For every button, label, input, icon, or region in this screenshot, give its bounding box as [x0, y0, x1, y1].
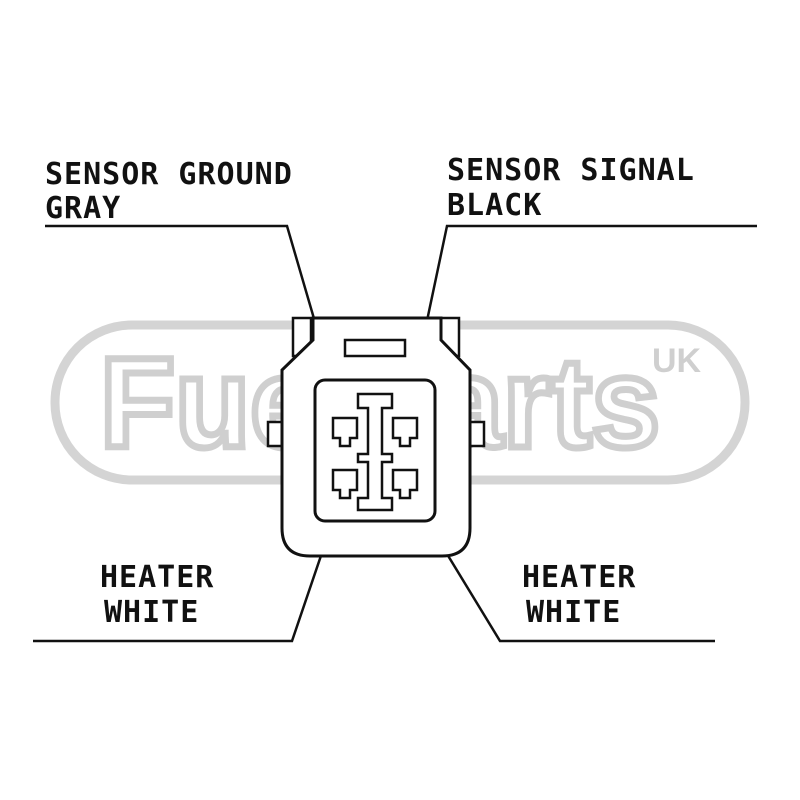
- label-heater-left-name: HEATER: [100, 560, 214, 595]
- housing-latch-slot: [343, 338, 407, 358]
- watermark-region-text: UK: [652, 342, 702, 380]
- pin-sensor-ground: [331, 416, 359, 448]
- label-heater-left: HEATER WHITE: [100, 560, 214, 630]
- pin-divider: [356, 392, 394, 512]
- pin-sensor-signal: [391, 416, 419, 448]
- label-sensor-signal: SENSOR SIGNAL BLACK: [447, 153, 695, 223]
- label-sensor-ground-color: GRAY: [45, 191, 121, 226]
- label-sensor-signal-color: BLACK: [447, 188, 542, 223]
- pin-heater-right: [391, 468, 419, 500]
- label-sensor-signal-name: SENSOR SIGNAL: [447, 153, 695, 188]
- label-heater-right-name: HEATER: [522, 560, 636, 595]
- pin-heater-left: [331, 468, 359, 500]
- label-heater-right: HEATER WHITE: [522, 560, 636, 630]
- label-heater-right-color: WHITE: [526, 595, 621, 630]
- label-sensor-ground-name: SENSOR GROUND: [45, 157, 293, 192]
- label-sensor-ground: SENSOR GROUND GRAY: [45, 157, 293, 226]
- label-heater-left-color: WHITE: [104, 595, 199, 630]
- pin-terminals: [331, 416, 419, 500]
- connector-housing: [266, 316, 486, 558]
